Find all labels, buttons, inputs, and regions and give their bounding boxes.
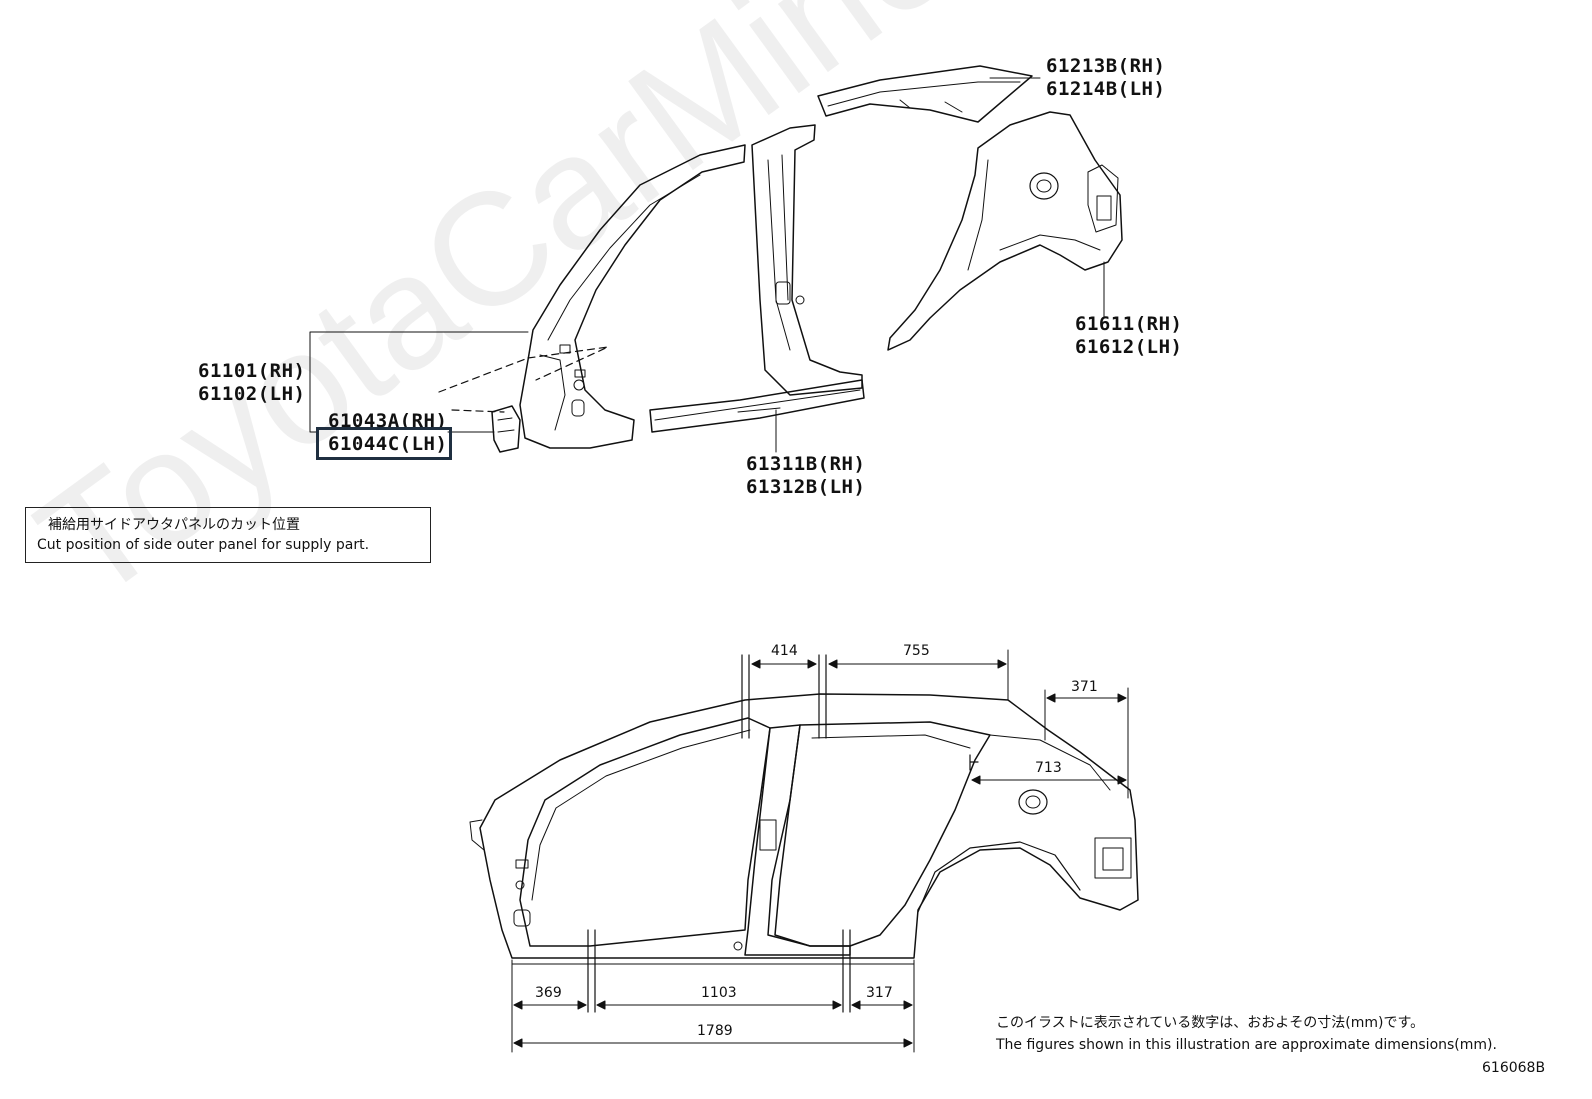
dim-317: 317 — [866, 985, 893, 1001]
cut-marker-b-pillar-rear — [818, 654, 827, 739]
leader-side-outer — [309, 331, 529, 433]
wheel-arch — [917, 841, 1081, 913]
dim-713: 713 — [1035, 760, 1062, 776]
b-pillar — [744, 724, 851, 956]
dim-369: 369 — [535, 985, 562, 1001]
rear-quarter-outline — [887, 111, 1123, 351]
front-door-opening — [519, 717, 771, 947]
cut-position-note: 補給用サイドアウタパネルのカット位置 Cut position of side … — [25, 507, 431, 563]
front-pillar-outline — [519, 144, 746, 449]
cut-marker-a-pillar — [587, 929, 596, 1013]
label-rocker[interactable]: 61311B(RH) 61312B(LH) — [746, 453, 866, 498]
rear-door-opening — [774, 721, 991, 947]
cut-marker-quarter — [969, 754, 979, 771]
dim-1789: 1789 — [697, 1023, 733, 1039]
cut-position-dashes — [438, 346, 609, 413]
figure-id: 616068B — [1482, 1060, 1546, 1076]
dimension-note-en: The figures shown in this illustration a… — [996, 1037, 1497, 1053]
dim-1103: 1103 — [701, 985, 737, 1001]
dim-414: 414 — [771, 643, 798, 659]
cut-note-jp: 補給用サイドアウタパネルのカット位置 — [48, 517, 300, 533]
fuel-door-icon — [1018, 789, 1048, 815]
body-side-outline — [479, 693, 1139, 959]
label-side-outer[interactable]: 61101(RH) 61102(LH) — [198, 360, 306, 405]
cut-marker-b-pillar-front — [741, 654, 750, 739]
dimension-lines — [513, 659, 1127, 1048]
fuel-door-icon — [1029, 172, 1059, 200]
label-reinforcement[interactable]: 61043A(RH) 61044C(LH) — [328, 410, 448, 455]
cut-marker-rocker-rear — [842, 929, 851, 1013]
center-pillar-outline — [751, 124, 863, 396]
roof-rail-outline — [817, 65, 1033, 123]
reinforcement-part — [491, 405, 521, 453]
dim-755: 755 — [903, 643, 930, 659]
highlighted-part-box[interactable] — [316, 427, 452, 460]
label-quarter-panel[interactable]: 61611(RH) 61612(LH) — [1075, 313, 1183, 358]
dimension-note-jp: このイラストに表示されている数字は、おおよその寸法(mm)です。 — [996, 1015, 1425, 1031]
label-quarter-upper[interactable]: 61213B(RH) 61214B(LH) — [1046, 55, 1166, 100]
dim-371: 371 — [1071, 679, 1098, 695]
cut-note-en: Cut position of side outer panel for sup… — [37, 537, 370, 553]
rocker-outline — [649, 379, 865, 433]
dimension-note: このイラストに表示されている数字は、おおよその寸法(mm)です。 The fig… — [996, 1012, 1497, 1056]
